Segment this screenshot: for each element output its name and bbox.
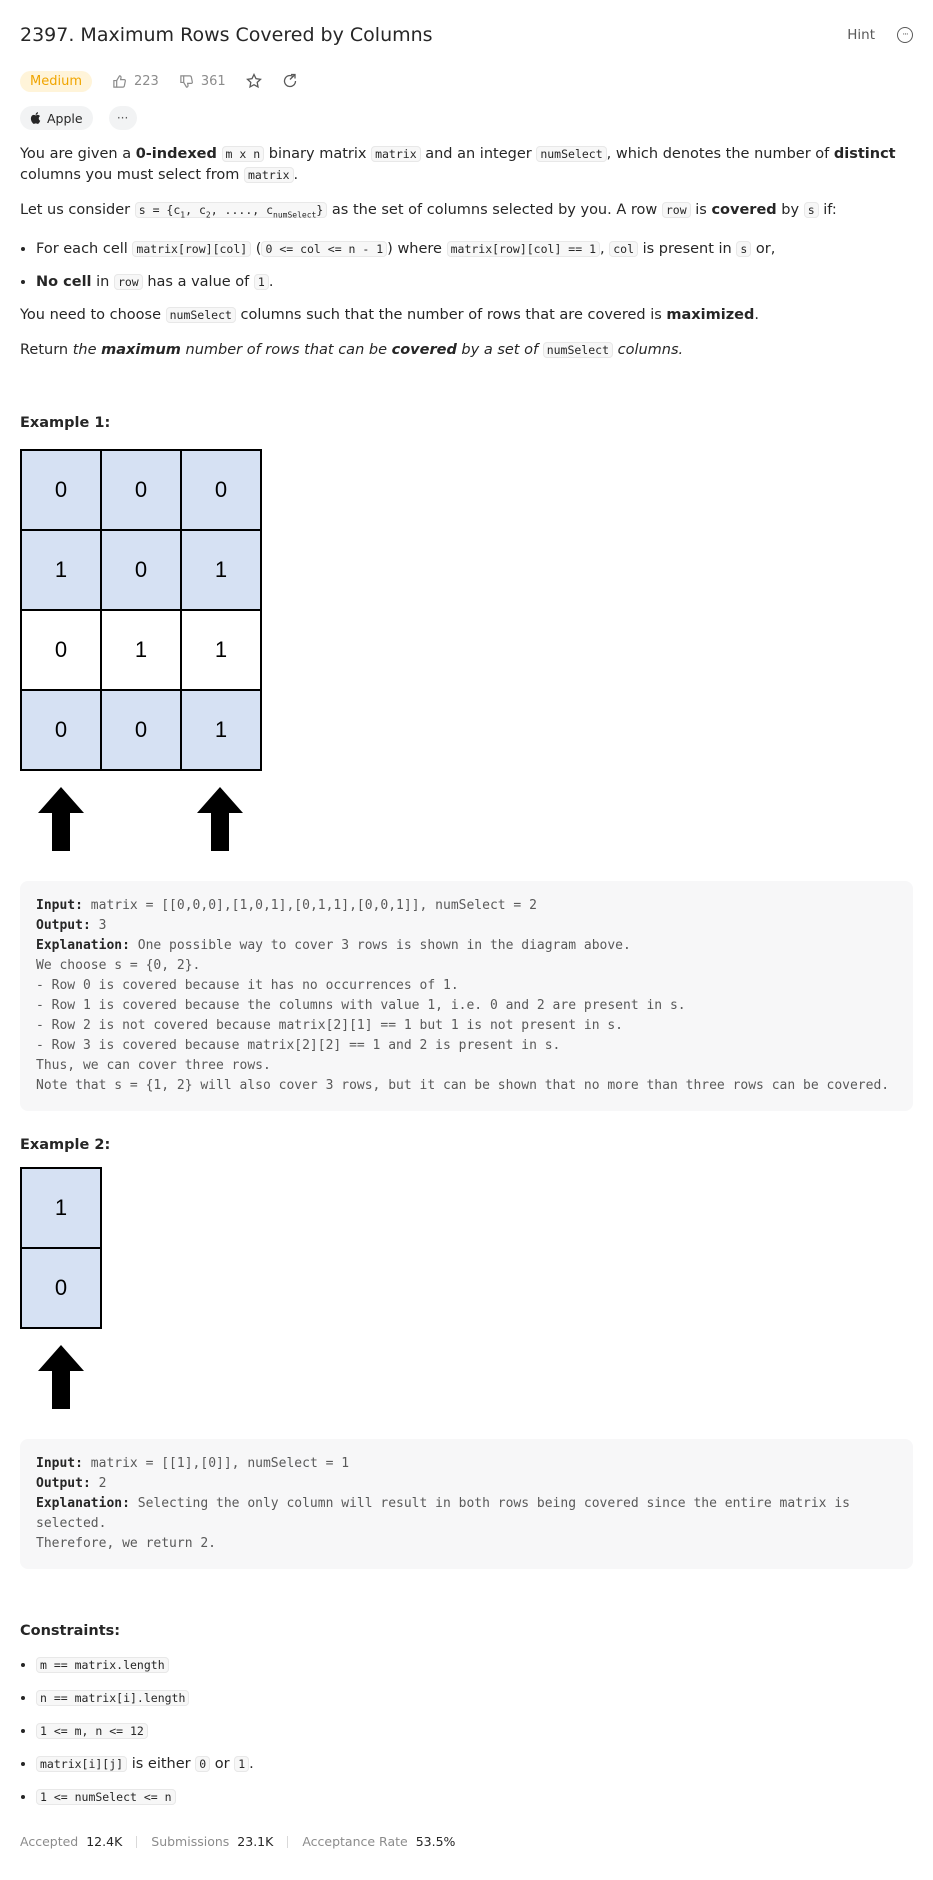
submissions-label: Submissions xyxy=(151,1834,230,1850)
example-2-heading: Example 2: xyxy=(20,1137,111,1154)
likes-count: 223 xyxy=(133,73,159,89)
matrix-cell: 0 xyxy=(20,689,102,772)
more-options-icon[interactable]: ··· xyxy=(897,27,913,43)
thumbs-down-icon xyxy=(180,74,193,88)
submissions-value: 23.1K xyxy=(237,1834,274,1850)
divider xyxy=(287,1835,289,1848)
description-p3: You need to choose numSelect columns suc… xyxy=(20,307,759,324)
matrix-cell: 0 xyxy=(180,449,262,532)
company-tag-apple[interactable]: Apple xyxy=(20,106,93,130)
list-item: n == matrix[i].length xyxy=(36,1688,913,1709)
matrix-cell: 0 xyxy=(20,1247,102,1330)
matrix-cell: 0 xyxy=(100,689,182,772)
matrix-cell: 0 xyxy=(20,449,102,532)
difficulty-badge: Medium xyxy=(20,70,92,92)
share-icon xyxy=(283,73,296,88)
set-expression: s = {c1, c2, ...., cnumSelect} xyxy=(134,202,328,219)
example-1-code-block: Input: matrix = [[0,0,0],[1,0,1],[0,1,1]… xyxy=(20,881,913,1112)
matrix-cell: 1 xyxy=(100,609,182,692)
thumbs-up-icon xyxy=(113,74,126,88)
description-p4: Return the maximum number of rows that c… xyxy=(20,342,684,359)
company-tags: Apple ··· xyxy=(20,106,913,130)
list-item: No cell in row has a value of 1. xyxy=(36,272,913,293)
list-item: 1 <= numSelect <= n xyxy=(36,1787,913,1808)
like-button[interactable]: 223 xyxy=(112,74,159,89)
more-tags-button[interactable]: ··· xyxy=(108,106,137,130)
up-arrow-icon xyxy=(38,1345,84,1410)
list-item: m == matrix.length xyxy=(36,1655,913,1676)
favorite-button[interactable] xyxy=(245,73,262,89)
matrix-cell: 1 xyxy=(180,609,262,692)
description-p2: Let us consider s = {c1, c2, ...., cnumS… xyxy=(20,202,837,220)
submission-stats: Accepted 12.4K Submissions 23.1K Acceptanc… xyxy=(20,1834,913,1849)
accepted-label: Accepted xyxy=(20,1834,79,1850)
matrix-cell: 0 xyxy=(100,529,182,612)
dislike-button[interactable]: 361 xyxy=(179,74,226,89)
acceptance-rate-label: Acceptance Rate xyxy=(302,1834,408,1850)
divider xyxy=(136,1835,138,1848)
coverage-conditions: For each cell matrix[row][col] (0 <= col… xyxy=(20,239,913,293)
page-title: 2397. Maximum Rows Covered by Columns xyxy=(20,24,433,46)
list-item: matrix[i][j] is either 0 or 1. xyxy=(36,1754,913,1775)
list-item: For each cell matrix[row][col] (0 <= col… xyxy=(36,239,913,260)
matrix-cell: 1 xyxy=(180,689,262,772)
example-2-matrix: 1 0 xyxy=(20,1167,102,1330)
description-p1: You are given a 0-indexed m x n binary m… xyxy=(20,146,896,183)
list-item: 1 <= m, n <= 12 xyxy=(36,1721,913,1742)
hint-button[interactable]: Hint xyxy=(847,27,875,43)
dislikes-count: 361 xyxy=(200,73,226,89)
accepted-value: 12.4K xyxy=(86,1834,123,1850)
example-1-heading: Example 1: xyxy=(20,415,111,432)
constraints-list: m == matrix.length n == matrix[i].length… xyxy=(20,1655,913,1808)
example-1-arrows xyxy=(20,787,260,867)
star-icon xyxy=(245,73,262,89)
example-2-arrows xyxy=(20,1345,140,1425)
acceptance-rate-value: 53.5% xyxy=(415,1834,456,1850)
constraints-heading: Constraints: xyxy=(20,1623,121,1640)
matrix-cell: 0 xyxy=(20,609,102,692)
apple-icon xyxy=(30,112,41,124)
matrix-cell: 1 xyxy=(180,529,262,612)
matrix-cell: 1 xyxy=(20,529,102,612)
meta-bar: Medium 223 361 xyxy=(20,70,913,92)
matrix-cell: 0 xyxy=(100,449,182,532)
header: 2397. Maximum Rows Covered by Columns Hi… xyxy=(20,0,913,70)
example-2-code-block: Input: matrix = [[1],[0]], numSelect = 1… xyxy=(20,1439,913,1570)
up-arrow-icon xyxy=(38,787,84,852)
share-button[interactable] xyxy=(282,73,298,89)
more-icon: ··· xyxy=(116,111,129,125)
matrix-cell: 1 xyxy=(20,1167,102,1250)
up-arrow-icon xyxy=(197,787,243,852)
